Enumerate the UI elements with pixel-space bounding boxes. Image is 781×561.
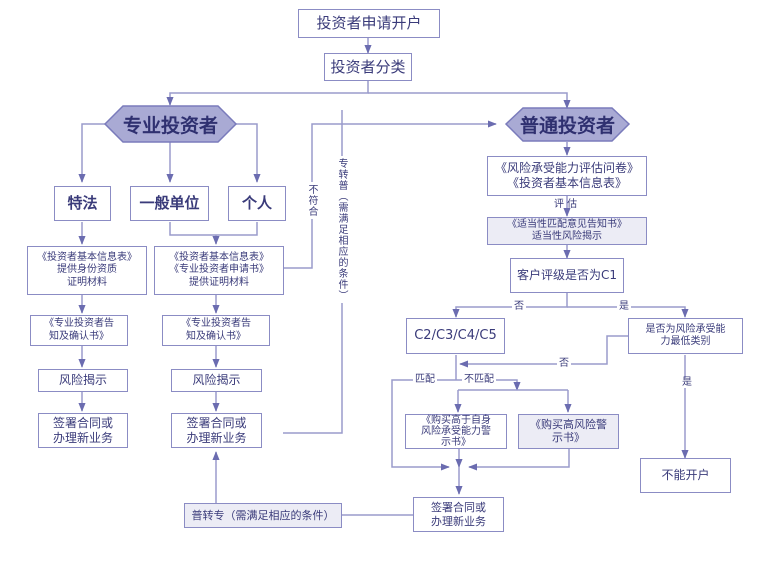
c1-no-label: 否 — [512, 301, 526, 312]
suitability-notice-box: 《适当性匹配意见告知书》 适当性风险揭示 — [487, 217, 647, 245]
classify-investor-box: 投资者分类 — [324, 53, 412, 81]
connector — [452, 293, 568, 318]
connector — [169, 222, 258, 236]
ordinary-investor-label: 普通投资者 — [519, 115, 615, 137]
sign-contract-left-box: 签署合同或 办理新业务 — [38, 413, 128, 448]
type-special-box: 特法 — [54, 186, 111, 221]
type-general-unit-box: 一般单位 — [130, 186, 209, 221]
lowest-no-label: 否 — [557, 358, 571, 369]
lowest-yes-label: 是 — [680, 377, 694, 388]
cannot-open-account-box: 不能开户 — [640, 458, 731, 493]
hexagon-professional — [103, 105, 238, 143]
connector — [567, 306, 689, 318]
risk-disclosure-left-box: 风险揭示 — [38, 369, 128, 392]
lowest-risk-question-box: 是否为风险承受能 力最低类别 — [628, 318, 743, 354]
c1-yes-label: 是 — [617, 301, 631, 312]
mismatch-label: 不匹配 — [462, 374, 496, 385]
notice-confirm-left-box: 《专业投资者告 知及确认书》 — [30, 315, 128, 346]
special-docs-box: 《投资者基本信息表》 提供身份资质 证明材料 — [27, 246, 147, 295]
connector — [368, 92, 571, 109]
notice-confirm-right-box: 《专业投资者告 知及确认书》 — [162, 315, 270, 346]
professional-investor-label: 专业投资者 — [122, 114, 218, 137]
evaluate-label: 评 估 — [554, 199, 578, 210]
general-docs-box: 《投资者基本信息表》 《专业投资者申请书》 提供证明材料 — [154, 246, 284, 295]
connector — [459, 335, 628, 368]
warning-above-capacity-box: 《购买高于自身 风险承受能力警 示书》 — [405, 414, 507, 449]
connector — [236, 123, 261, 183]
warning-high-risk-box: 《购买高风险警 示书》 — [518, 414, 619, 449]
not-qualified-label: 不符合 — [306, 182, 317, 219]
type-individual-box: 个人 — [228, 186, 286, 221]
risk-disclosure-right-box: 风险揭示 — [171, 369, 262, 392]
hexagon-ordinary — [504, 107, 631, 142]
professional-to-ordinary-label: 专转普（需满足相应的条件） — [336, 156, 347, 303]
connector — [166, 81, 369, 106]
apply-account-box: 投资者申请开户 — [298, 9, 440, 38]
sign-contract-right-box: 签署合同或 办理新业务 — [171, 413, 262, 448]
connector — [468, 448, 570, 471]
questionnaire-box: 《风险承受能力评估问卷》 《投资者基本信息表》 — [487, 156, 647, 196]
sign-contract-ordinary-box: 签署合同或 办理新业务 — [413, 497, 504, 532]
c2-c5-box: C2/C3/C4/C5 — [406, 318, 505, 354]
connector — [78, 123, 105, 183]
ordinary-to-professional-box: 普转专（需满足相应的条件） — [184, 503, 342, 528]
match-label: 匹配 — [413, 374, 437, 385]
c1-question-box: 客户评级是否为C1 — [510, 258, 624, 293]
